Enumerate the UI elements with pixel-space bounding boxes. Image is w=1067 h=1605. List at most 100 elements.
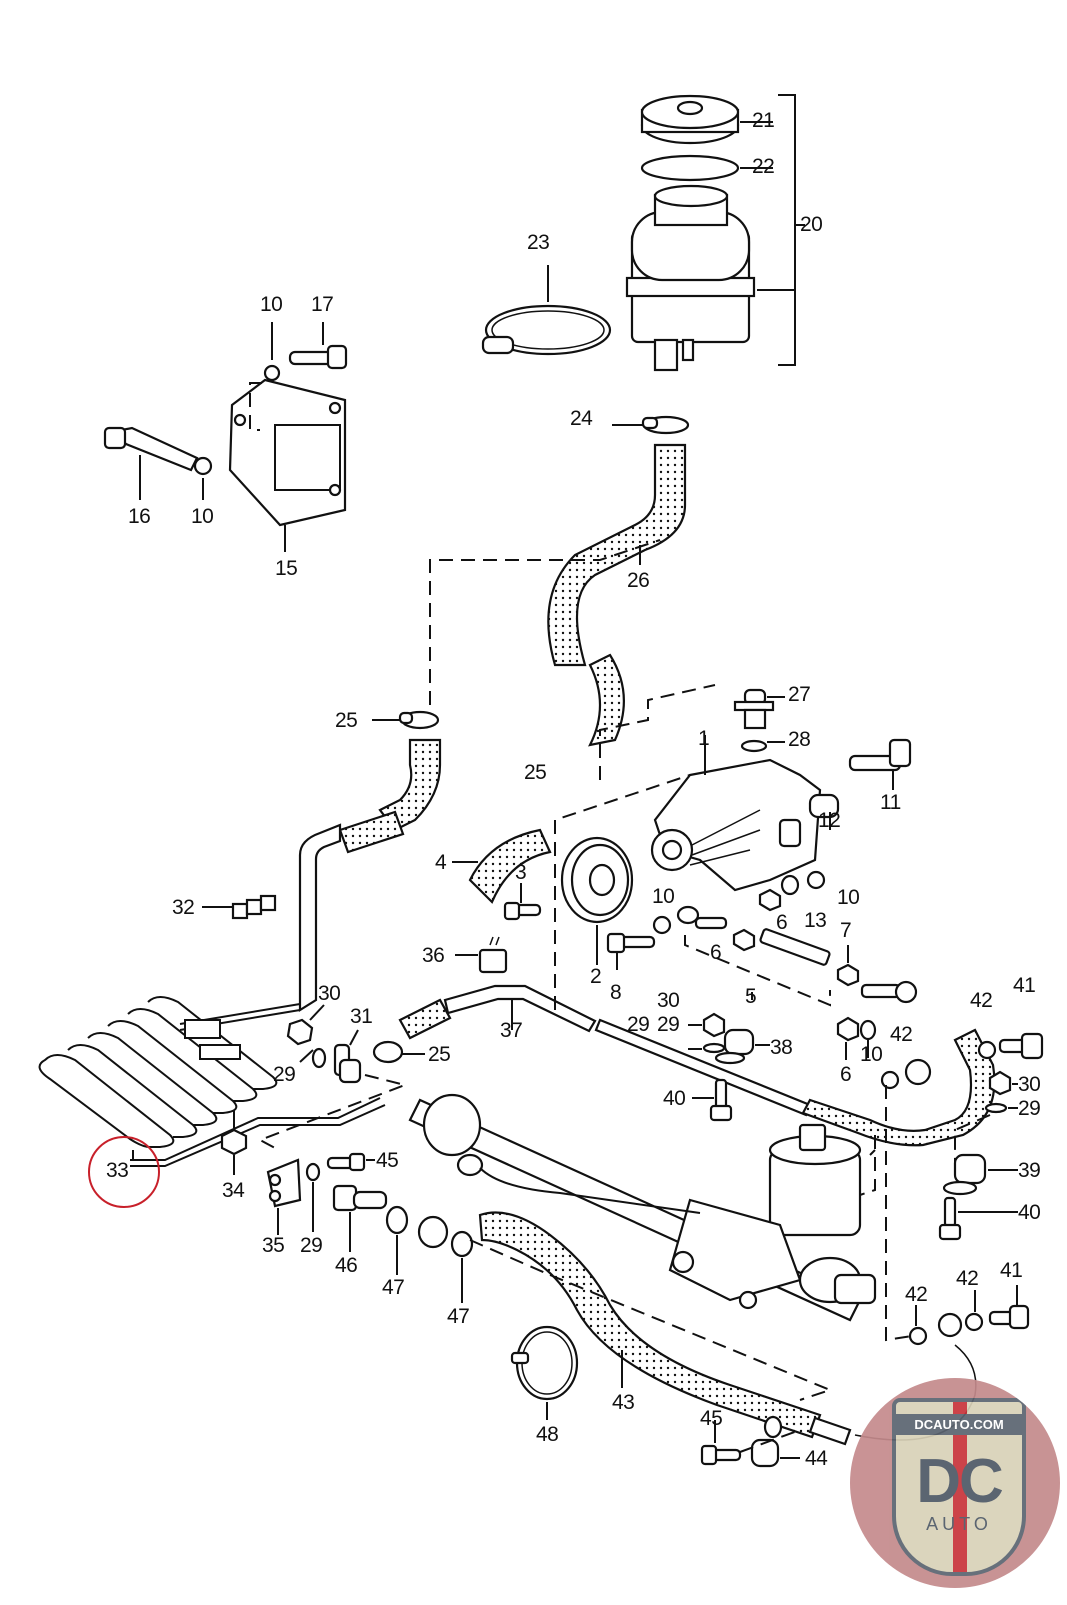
hose-clamp-25-mid [372, 1040, 404, 1064]
eye-bolt [860, 980, 918, 1004]
pipe-clip-39 [942, 1153, 987, 1196]
suction-hose-section [338, 810, 405, 854]
washer-10-pump-left [652, 915, 672, 935]
callout-26: 26 [627, 569, 650, 592]
callout-42: 42 [970, 989, 993, 1012]
seal-47-right [450, 1230, 474, 1258]
callout-46: 46 [335, 1254, 358, 1277]
callout-48: 48 [536, 1423, 559, 1446]
callout-13: 13 [804, 909, 827, 932]
watermark-site: DCAUTO.COM [896, 1414, 1022, 1435]
spacer-12 [808, 793, 840, 819]
shield-icon: DCAUTO.COM DC AUTO [892, 1398, 1026, 1576]
hose-43-fitting [808, 1416, 852, 1446]
power-steering-pump [650, 758, 822, 892]
washer-29-right [984, 1102, 1008, 1114]
callout-45: 45 [376, 1149, 399, 1172]
callout-44: 44 [805, 1447, 828, 1470]
nut-30-center [702, 1012, 726, 1038]
callout-30: 30 [657, 989, 680, 1012]
suction-pipe [298, 823, 342, 1012]
banjo-fitting-47 [417, 1215, 449, 1249]
washer-29-center [702, 1042, 726, 1054]
callout-33: 33 [106, 1159, 129, 1182]
nut-7 [836, 963, 860, 987]
banjo-bolt-41-bottom [988, 1304, 1030, 1330]
oil-cooler [38, 996, 386, 1167]
callout-30: 30 [1018, 1073, 1041, 1096]
pipe-clip-44 [750, 1415, 783, 1468]
callout-30: 30 [318, 982, 341, 1005]
tensioner-bolt-5 [676, 905, 831, 966]
nut-34 [220, 1128, 248, 1156]
pump-bracket [228, 378, 347, 527]
callout-34: 34 [222, 1179, 245, 1202]
watermark-logo-text: DC [916, 1447, 1004, 1516]
washer-10-left [193, 456, 213, 476]
callout-5: 5 [745, 985, 757, 1008]
pipe-clip-32 [231, 894, 277, 920]
callout-29: 29 [657, 1013, 680, 1036]
nut-6-top [758, 888, 782, 912]
callout-4: 4 [435, 851, 447, 874]
banjo-bolt-46 [332, 1184, 388, 1212]
callout-35: 35 [262, 1234, 285, 1257]
washer-10-lower [859, 1019, 877, 1041]
callout-47: 47 [447, 1305, 470, 1328]
steering-rack [408, 1093, 877, 1322]
banjo-fitting-right [904, 1058, 932, 1086]
callout-22: 22 [752, 155, 775, 178]
callout-42: 42 [956, 1267, 979, 1290]
seal-47-left [385, 1205, 409, 1235]
pressure-hose-right [801, 1028, 996, 1147]
callout-17: 17 [311, 293, 334, 316]
bolt-8 [606, 932, 656, 954]
bolt-3 [503, 901, 542, 921]
callout-29: 29 [627, 1013, 650, 1036]
nut-6-right [836, 1016, 860, 1042]
washer-42-lower-right [964, 1312, 984, 1332]
pipe-clip-36 [478, 936, 508, 974]
nut-30-right [988, 1070, 1012, 1096]
callout-21: 21 [752, 109, 775, 132]
callout-7: 7 [840, 919, 852, 942]
pulley-2 [560, 836, 634, 924]
reservoir-cap [640, 94, 740, 145]
callout-10: 10 [191, 505, 214, 528]
callout-41: 41 [1013, 974, 1036, 997]
callout-40: 40 [1018, 1201, 1041, 1224]
callout-23: 23 [527, 231, 550, 254]
callout-15: 15 [275, 557, 298, 580]
callout-42: 42 [890, 1023, 913, 1046]
callout-25: 25 [524, 761, 547, 784]
bolt-40-center [709, 1078, 733, 1122]
bracket-35 [266, 1158, 302, 1208]
washer-10-right [806, 870, 826, 890]
callout-29: 29 [300, 1234, 323, 1257]
hose-clamp-25-left [398, 710, 440, 730]
hose-clamp-48 [510, 1325, 579, 1401]
callout-41: 41 [1000, 1259, 1023, 1282]
pressure-valve-27 [733, 688, 775, 730]
callout-12: 12 [818, 809, 841, 832]
bolt-45-bottom [700, 1444, 742, 1466]
banjo-fitting-lower [937, 1312, 963, 1338]
callout-36: 36 [422, 944, 445, 967]
callout-6: 6 [840, 1063, 852, 1086]
callout-8: 8 [610, 981, 622, 1004]
callout-10: 10 [860, 1043, 883, 1066]
callout-42: 42 [905, 1283, 928, 1306]
callout-29: 29 [273, 1063, 296, 1086]
pressure-line-37 [443, 984, 597, 1033]
callout-28: 28 [788, 728, 811, 751]
callout-20: 20 [800, 213, 823, 236]
callout-32: 32 [172, 896, 195, 919]
callout-40: 40 [663, 1087, 686, 1110]
callout-11: 11 [880, 791, 901, 814]
callout-31: 31 [350, 1005, 373, 1028]
hose-clamp-small [641, 415, 690, 435]
seal-28 [740, 739, 768, 753]
callout-27: 27 [788, 683, 811, 706]
pipe-clip-31 [333, 1043, 362, 1084]
